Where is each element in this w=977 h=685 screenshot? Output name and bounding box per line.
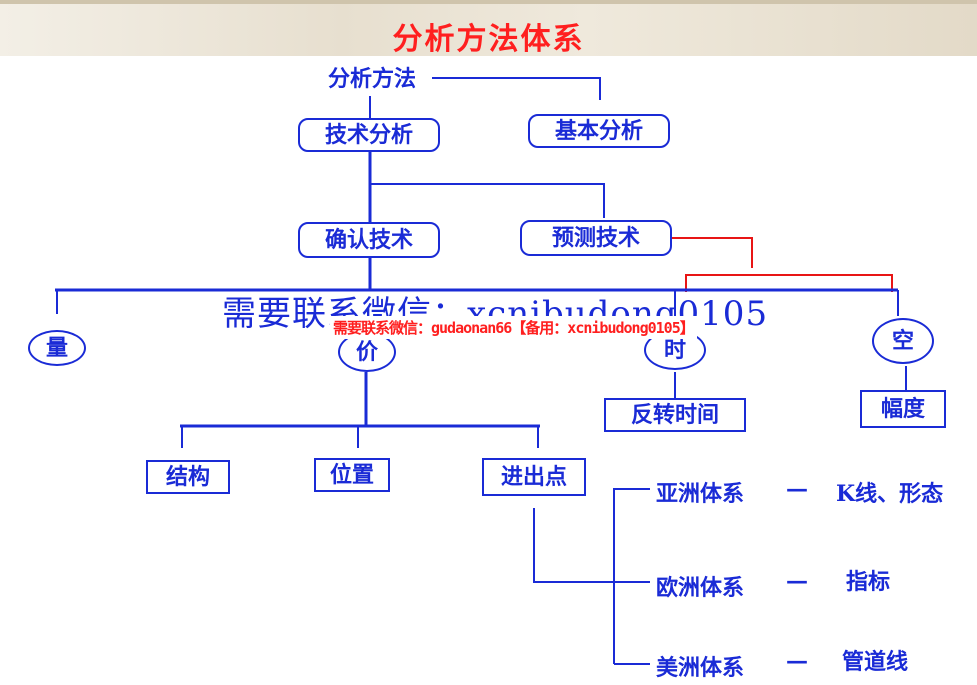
node-forecast-technique: 预测技术 bbox=[520, 220, 672, 256]
node-asia-system: 亚洲体系 bbox=[656, 481, 745, 507]
watermark-banner: 需要联系微信：gudaonan66【备用：xcnibudong0105】 bbox=[330, 316, 697, 339]
node-position: 位置 bbox=[314, 458, 390, 492]
node-fundamental-analysis: 基本分析 bbox=[528, 114, 670, 148]
node-space: 空 bbox=[872, 318, 934, 364]
connector-red-bus bbox=[685, 274, 893, 292]
node-confirm-technique: 确认技术 bbox=[298, 222, 440, 258]
node-technical-analysis: 技术分析 bbox=[298, 118, 440, 152]
node-amplitude: 幅度 bbox=[860, 390, 946, 428]
dash-europe: — bbox=[786, 568, 808, 594]
connector-forecast-red bbox=[672, 237, 753, 268]
node-america-tool: 管道线 bbox=[842, 649, 909, 675]
connector-entry-systems bbox=[533, 508, 614, 583]
node-asia-tool: K线、形态 bbox=[836, 481, 944, 507]
node-structure: 结构 bbox=[146, 460, 230, 494]
node-europe-system: 欧洲体系 bbox=[656, 575, 745, 601]
node-reversal-time: 反转时间 bbox=[604, 398, 746, 432]
connector-root-fundamental bbox=[432, 77, 601, 100]
page-title: 分析方法体系 bbox=[392, 22, 585, 57]
node-europe-tool: 指标 bbox=[846, 569, 891, 595]
dash-america: — bbox=[786, 648, 808, 674]
node-volume: 量 bbox=[28, 330, 86, 366]
dash-asia: — bbox=[786, 476, 808, 502]
connector-forecast-branch bbox=[370, 183, 605, 218]
header-bar: 分析方法体系 bbox=[0, 0, 977, 57]
node-entry-exit: 进出点 bbox=[482, 458, 586, 496]
node-analysis-methods: 分析方法 bbox=[327, 66, 416, 92]
node-america-system: 美洲体系 bbox=[656, 655, 745, 681]
